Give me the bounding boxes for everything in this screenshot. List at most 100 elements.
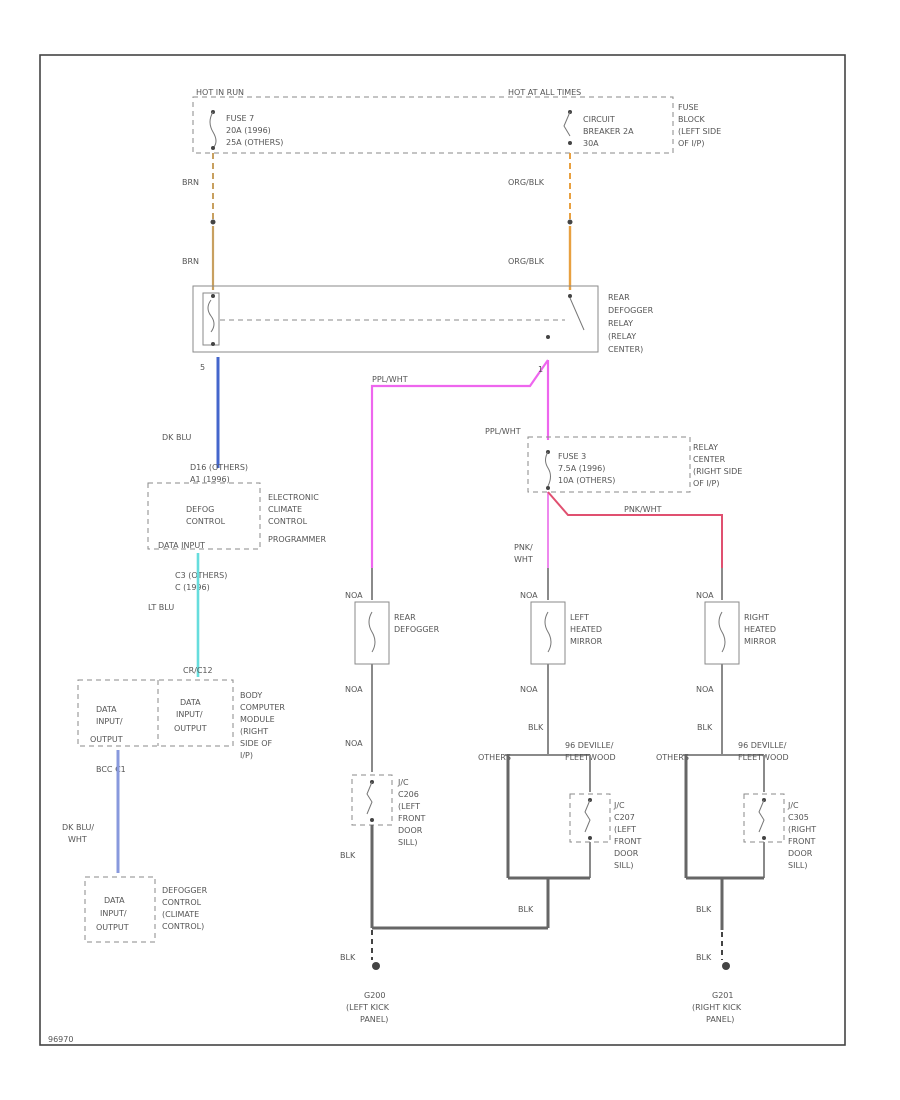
- bcm-right-3: OUTPUT: [174, 724, 207, 733]
- defog-pin-1: D16 (OTHERS): [190, 463, 248, 472]
- rear-noa-top: NOA: [345, 591, 363, 600]
- g201-blk-label: BLK: [696, 953, 712, 962]
- figure-id: 96970: [48, 1035, 73, 1044]
- fuse-7-line1: FUSE 7: [226, 114, 254, 123]
- g201-terminal: [722, 962, 730, 970]
- c206-4: FRONT: [398, 814, 425, 823]
- g200-2: (LEFT KICK: [346, 1003, 390, 1012]
- dc-label-1: DEFOGGER: [162, 886, 208, 895]
- bcm-label-5: SIDE OF: [240, 739, 272, 748]
- rear-defogger-grid: NOA REAR DEFOGGER NOA NOA: [345, 568, 440, 772]
- bcm-label-4: (RIGHT: [240, 727, 268, 736]
- c305-6: SILL): [788, 861, 807, 870]
- breaker-line3: 30A: [583, 139, 599, 148]
- diagram-frame: [39, 54, 846, 1046]
- relay-center-label-2: CENTER: [693, 455, 726, 464]
- wht-short-label: WHT: [514, 555, 533, 564]
- relay-center-fuse: FUSE 3 7.5A (1996) 10A (OTHERS) RELAY CE…: [527, 436, 742, 493]
- breaker-symbol: [563, 110, 572, 145]
- right-mirror-1: RIGHT: [744, 613, 769, 622]
- fuse-block-label-4: OF I/P): [678, 139, 704, 148]
- c305-4: FRONT: [788, 837, 815, 846]
- relay-label-1: REAR: [608, 293, 630, 302]
- right-blk-label-2: BLK: [696, 905, 712, 914]
- ecc-label-2: CLIMATE: [268, 505, 302, 514]
- right-heated-mirror: NOA RIGHT HEATED MIRROR NOA: [696, 568, 777, 755]
- left-header: HOT IN RUN: [196, 88, 244, 97]
- defog-control: D16 (OTHERS) A1 (1996) DEFOG CONTROL DAT…: [147, 463, 326, 592]
- fuse-7-line2: 20A (1996): [226, 126, 271, 135]
- pnk-short-label: PNK/: [514, 543, 533, 552]
- left-mirror-2: HEATED: [570, 625, 602, 634]
- c305-5: DOOR: [788, 849, 813, 858]
- dk-blu-wht-label-2: WHT: [68, 835, 87, 844]
- right-noa-top: NOA: [696, 591, 714, 600]
- rear-grid-1: REAR: [394, 613, 416, 622]
- pnk-wht-label: PNK/WHT: [624, 505, 662, 514]
- ecc-label-1: ELECTRONIC: [268, 493, 319, 502]
- pin-5-label: 5: [200, 363, 205, 372]
- c305-2: C305: [788, 813, 809, 822]
- left-mirror-1: LEFT: [570, 613, 589, 622]
- fuse-block-label-1: FUSE: [678, 103, 699, 112]
- c207-3: (LEFT: [614, 825, 636, 834]
- bcm-label-6: I/P): [240, 751, 253, 760]
- left-blk-label-1: BLK: [528, 723, 544, 732]
- right-header: HOT AT ALL TIMES: [508, 88, 581, 97]
- defogger-control-climate: DATA INPUT/ OUTPUT DEFOGGER CONTROL (CLI…: [84, 876, 208, 943]
- lt-blu-label: LT BLU: [148, 603, 174, 612]
- bcm-right-1: DATA: [180, 698, 201, 707]
- fuse-block-label-2: BLOCK: [678, 115, 706, 124]
- defog-name-2: CONTROL: [186, 517, 226, 526]
- dc-box-1: DATA: [104, 896, 125, 905]
- c305-1: J/C: [787, 801, 799, 810]
- dk-blu-wht-label-1: DK BLU/: [62, 823, 94, 832]
- relay-label-2: DEFOGGER: [608, 306, 654, 315]
- g200-3: PANEL): [360, 1015, 388, 1024]
- dk-blu-label: DK BLU: [162, 433, 191, 442]
- left-noa-top: NOA: [520, 591, 538, 600]
- ppl-wht-wire-left: [370, 359, 549, 568]
- bcm-right-2: INPUT/: [176, 710, 203, 719]
- c207-4: FRONT: [614, 837, 641, 846]
- breaker-line2: BREAKER 2A: [583, 127, 634, 136]
- org-blk-label-2: ORG/BLK: [508, 257, 545, 266]
- brn-connector: [210, 219, 216, 225]
- rear-noa-mid: NOA: [345, 685, 363, 694]
- left-noa-mid: NOA: [520, 685, 538, 694]
- g200-1: G200: [364, 991, 385, 1000]
- left-heated-mirror: NOA LEFT HEATED MIRROR NOA: [520, 568, 603, 755]
- g201-2: (RIGHT KICK: [692, 1003, 742, 1012]
- fuse-block-label-3: (LEFT SIDE: [678, 127, 721, 136]
- fuse-7-line3: 25A (OTHERS): [226, 138, 283, 147]
- bcm-pin-top: CR/C12: [183, 666, 213, 675]
- fuse-3-line2: 7.5A (1996): [558, 464, 605, 473]
- defog-pin-3: C3 (OTHERS): [175, 571, 227, 580]
- bcm-left-2: INPUT/: [96, 717, 123, 726]
- g200-terminal: [372, 962, 380, 970]
- bcm-label-1: BODY: [240, 691, 262, 700]
- relay-center-label-3: (RIGHT SIDE: [693, 467, 742, 476]
- g201-3: PANEL): [706, 1015, 734, 1024]
- pnk-wht-wire-right: [547, 491, 723, 568]
- c206-2: C206: [398, 790, 419, 799]
- ecc-label-4: PROGRAMMER: [268, 535, 326, 544]
- c207-6: SILL): [614, 861, 633, 870]
- bcm-label-2: COMPUTER: [240, 703, 285, 712]
- defog-pin-4: C (1996): [175, 583, 210, 592]
- c206-6: SILL): [398, 838, 417, 847]
- fuse-3-line1: FUSE 3: [558, 452, 586, 461]
- bcm-left-3: OUTPUT: [90, 735, 123, 744]
- c207-5: DOOR: [614, 849, 639, 858]
- c206-3: (LEFT: [398, 802, 420, 811]
- g200-blk-label: BLK: [340, 953, 356, 962]
- relay-center-label-1: RELAY: [693, 443, 718, 452]
- right-mirror-2: HEATED: [744, 625, 776, 634]
- g201-1: G201: [712, 991, 733, 1000]
- relay-label-5: CENTER): [608, 345, 643, 354]
- ecc-label-3: CONTROL: [268, 517, 308, 526]
- right-mirror-3: MIRROR: [744, 637, 777, 646]
- rear-noa-low: NOA: [345, 739, 363, 748]
- c206-5: DOOR: [398, 826, 423, 835]
